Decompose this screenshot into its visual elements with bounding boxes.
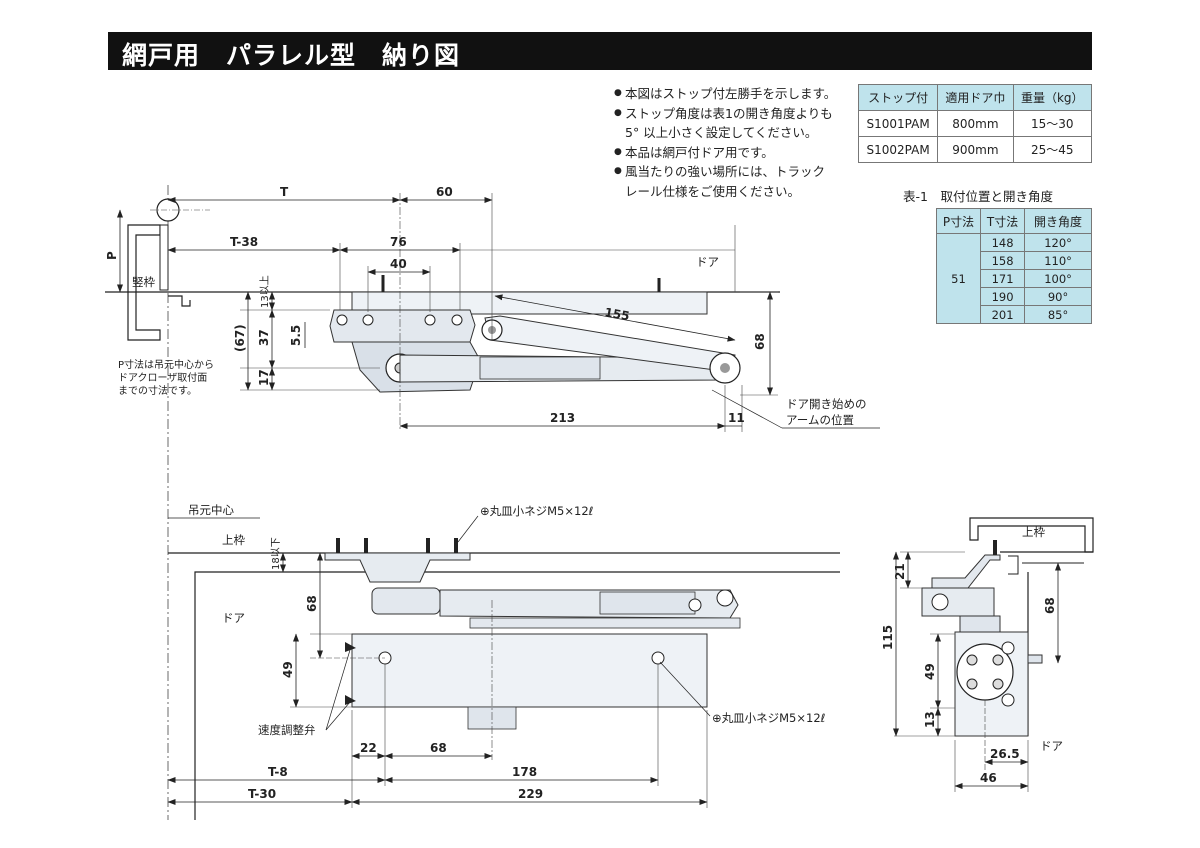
closer-body-front bbox=[351, 633, 708, 708]
angle-deg-cell: 110° bbox=[1024, 251, 1092, 270]
side-head-label: 上枠 bbox=[1022, 525, 1045, 539]
dim-213: 213 bbox=[550, 411, 575, 425]
front-dim-22: 22 bbox=[360, 741, 377, 755]
p-note-line1: P寸法は吊元中心から bbox=[118, 358, 214, 371]
arm-note-line2: アームの位置 bbox=[786, 413, 854, 427]
valve-label: 速度調整弁 bbox=[258, 723, 316, 737]
dim-67: (67) bbox=[233, 324, 247, 352]
dim-11: 11 bbox=[728, 411, 745, 425]
note-item-cont: レール仕様をご使用ください。 bbox=[625, 183, 801, 199]
angle-header: 開き角度 bbox=[1024, 208, 1092, 234]
vertical-frame-profile bbox=[127, 224, 161, 341]
front-dim-229: 229 bbox=[518, 787, 543, 801]
dim-5-5: 5.5 bbox=[289, 325, 303, 346]
dim-68-top: 68 bbox=[753, 333, 767, 350]
side-head-frame bbox=[969, 517, 1094, 553]
angle-p-cell: 51 bbox=[936, 233, 981, 324]
spec-header: ストップ付 bbox=[857, 84, 939, 111]
front-door-label: ドア bbox=[222, 611, 245, 625]
p-note-line3: までの寸法です。 bbox=[118, 384, 197, 397]
door-outline bbox=[194, 571, 840, 820]
side-dim-49: 49 bbox=[923, 663, 937, 680]
side-door-label: ドア bbox=[1040, 739, 1063, 753]
title-bar: 網戸用 パラレル型 納り図 bbox=[108, 32, 1092, 70]
angle-table-caption: 表-1 取付位置と開き角度 bbox=[903, 189, 1053, 204]
head-frame-label: 上枠 bbox=[222, 533, 245, 547]
spec-cell: 15〜30 bbox=[1012, 110, 1093, 137]
front-dim-18: 18以下 bbox=[271, 537, 282, 570]
front-dim-49: 49 bbox=[281, 661, 295, 678]
front-dim-68b: 68 bbox=[430, 741, 447, 755]
note-item: ストップ角度は表1の開き角度よりも bbox=[614, 104, 836, 124]
spec-cell: 25〜45 bbox=[1012, 136, 1093, 163]
angle-deg-cell: 100° bbox=[1024, 269, 1092, 288]
screw-label-top: ⊕丸皿小ネジM5×12ℓ bbox=[480, 504, 594, 518]
top-view: 竪枠 ドア T 60 T-38 bbox=[105, 185, 880, 820]
side-dim-21: 21 bbox=[893, 563, 907, 580]
hinge-center-label: 吊元中心 bbox=[188, 503, 234, 517]
dim-40: 40 bbox=[390, 257, 407, 271]
note-item: 本図はストップ付左勝手を示します。 bbox=[614, 84, 836, 104]
arm-shoe bbox=[371, 587, 441, 615]
spec-cell: 900mm bbox=[937, 136, 1014, 163]
angle-t-cell: 148 bbox=[979, 233, 1026, 252]
arm-note-line1: ドア開き始めの bbox=[786, 397, 867, 411]
dim-17: 17 bbox=[257, 369, 271, 386]
spec-table: ストップ付 適用ドア巾 重量（kg） S1001PAM 800mm 15〜30 … bbox=[857, 84, 1093, 163]
dim-60: 60 bbox=[436, 185, 453, 199]
side-dim-115: 115 bbox=[881, 625, 895, 650]
side-dim-46: 46 bbox=[980, 771, 997, 785]
dim-T: T bbox=[280, 185, 289, 199]
side-dim-68: 68 bbox=[1043, 597, 1057, 614]
dim-155: 155 bbox=[603, 305, 630, 323]
note-item: 風当たりの強い場所には、トラック bbox=[614, 162, 836, 182]
dim-37: 37 bbox=[257, 329, 271, 346]
angle-t-cell: 201 bbox=[979, 305, 1026, 324]
dim-P: P bbox=[105, 251, 119, 260]
p-note-line2: ドアクローザ取付面 bbox=[118, 371, 207, 384]
side-dim-26-5: 26.5 bbox=[990, 747, 1020, 761]
note-item: 本品は網戸付ドア用です。 bbox=[614, 143, 836, 163]
angle-header: P寸法 bbox=[936, 208, 981, 234]
dim-13: 13以上 bbox=[259, 275, 271, 308]
front-dim-68: 68 bbox=[305, 595, 319, 612]
dim-76: 76 bbox=[390, 235, 407, 249]
angle-deg-cell: 90° bbox=[1024, 287, 1092, 306]
side-view: 上枠 ドア 21 115 49 13 68 bbox=[881, 517, 1094, 792]
door-label: ドア bbox=[696, 255, 719, 269]
front-dim-178: 178 bbox=[512, 765, 537, 779]
angle-table: P寸法 T寸法 開き角度 51 148 120° 158 110° 171 10… bbox=[936, 208, 1092, 324]
spec-header: 重量（kg） bbox=[1012, 84, 1093, 111]
angle-t-cell: 158 bbox=[979, 251, 1026, 270]
front-view: 吊元中心 上枠 ドア 18以下 68 49 bbox=[167, 503, 840, 820]
frame-label: 竪枠 bbox=[132, 275, 155, 289]
front-dim-T-8: T-8 bbox=[268, 765, 288, 779]
notes-list: 本図はストップ付左勝手を示します。 ストップ角度は表1の開き角度よりも 5° 以… bbox=[614, 84, 836, 202]
head-bracket bbox=[324, 552, 471, 583]
side-dim-13: 13 bbox=[923, 711, 937, 728]
spec-cell: S1002PAM bbox=[857, 136, 939, 163]
screw-label-bottom: ⊕丸皿小ネジM5×12ℓ bbox=[712, 711, 826, 725]
note-item-cont: 5° 以上小さく設定してください。 bbox=[625, 125, 818, 141]
page-title: 網戸用 パラレル型 納り図 bbox=[122, 41, 461, 70]
angle-deg-cell: 85° bbox=[1024, 305, 1092, 324]
front-dim-T-30: T-30 bbox=[248, 787, 276, 801]
spec-cell: 800mm bbox=[937, 110, 1014, 137]
dim-T-38: T-38 bbox=[230, 235, 258, 249]
